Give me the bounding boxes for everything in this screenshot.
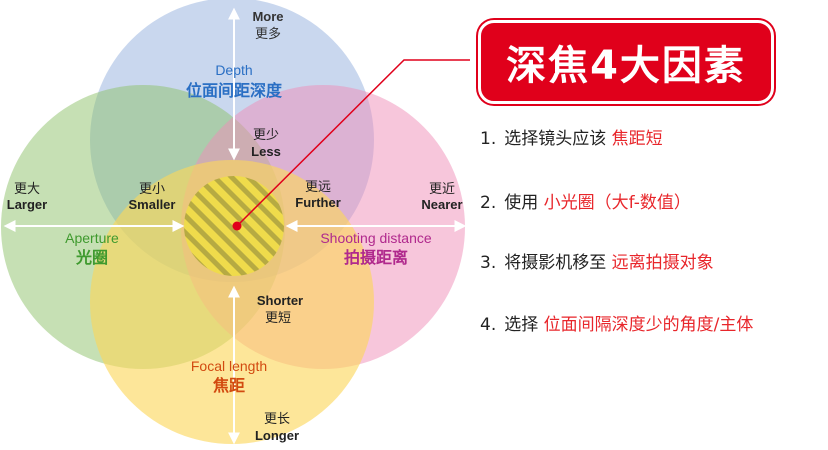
axis-top-zh: 更多: [255, 26, 281, 42]
axis-inner-bottom-en: Shorter: [257, 293, 303, 308]
tip-highlight: 焦距短: [611, 129, 663, 149]
axis-inner-left-en: Smaller: [129, 197, 176, 212]
shooting-label-zh: 拍摄距离: [344, 248, 408, 267]
tip-text: 选择镜头应该: [504, 129, 612, 149]
page-title: 深焦4大因素: [506, 43, 746, 89]
title-box: 深焦4大因素: [478, 20, 774, 104]
axis-left-en: Larger: [7, 197, 47, 212]
aperture-label-en: Aperture: [65, 230, 119, 246]
center-dot: [232, 221, 242, 231]
venn-diagram: Depth 位面间距深度 Aperture 光圈 Shooting distan…: [1, 0, 470, 445]
axis-left-zh: 更大: [14, 182, 40, 197]
tip-highlight: 位面间隔深度少的角度/主体: [543, 315, 754, 335]
tip-highlight: 远离拍摄对象: [611, 253, 714, 273]
tip-highlight: 小光圈（大f-数值）: [543, 193, 691, 213]
tip-item-3: 3. 将摄影机移至 远离拍摄对象: [480, 248, 714, 273]
tip-item-1: 1. 选择镜头应该 焦距短: [480, 124, 663, 149]
shooting-label-en: Shooting distance: [320, 230, 432, 246]
axis-right-zh: 更近: [429, 182, 455, 197]
axis-inner-right-en: Further: [295, 195, 341, 210]
aperture-label-zh: 光圈: [75, 248, 108, 267]
axis-bottom-zh: 更长: [264, 412, 290, 427]
tip-number: 4.: [480, 315, 497, 335]
axis-top-en: More: [252, 9, 283, 24]
axis-inner-top-zh: 更少: [253, 128, 279, 143]
tip-item-2: 2. 使用 小光圈（大f-数值）: [480, 188, 691, 213]
tip-number: 2.: [480, 193, 497, 213]
tip-number: 1.: [480, 129, 497, 149]
axis-right-en: Nearer: [421, 197, 462, 212]
axis-inner-right-zh: 更远: [305, 180, 331, 195]
tip-text: 将摄影机移至: [504, 253, 612, 273]
depth-label-en: Depth: [215, 62, 252, 78]
tip-text: 使用: [504, 193, 544, 213]
axis-inner-bottom-zh: 更短: [265, 311, 291, 326]
tip-number: 3.: [480, 253, 497, 273]
axis-inner-top-en: Less: [251, 144, 281, 159]
axis-inner-left-zh: 更小: [139, 182, 165, 197]
tip-text: 选择: [504, 315, 544, 335]
pointer-line: [236, 59, 470, 227]
tip-item-4: 4. 选择 位面间隔深度少的角度/主体: [480, 310, 753, 335]
axis-bottom-en: Longer: [255, 428, 299, 443]
focal-label-zh: 焦距: [212, 376, 245, 395]
depth-label-zh: 位面间距深度: [186, 81, 283, 100]
focal-label-en: Focal length: [191, 358, 267, 374]
